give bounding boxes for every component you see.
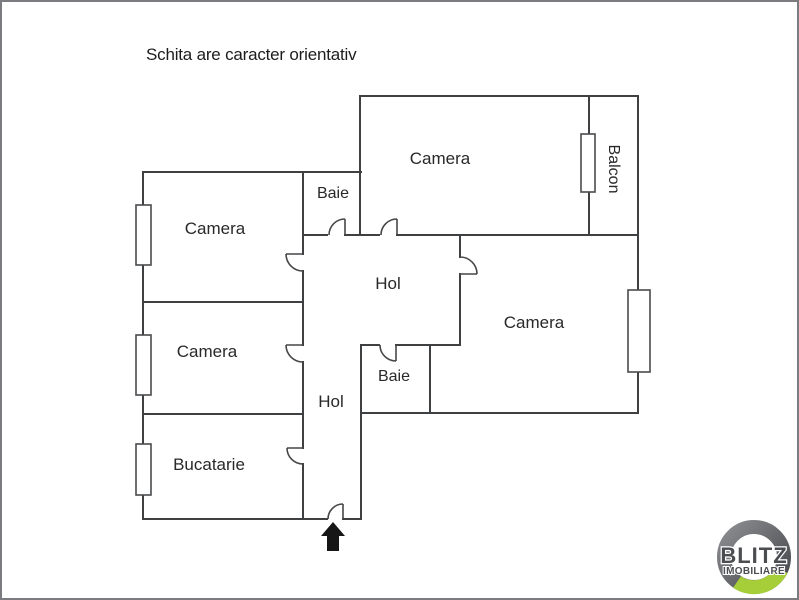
room-label-camera-left-mid: Camera: [176, 342, 238, 361]
door-icon: [380, 218, 398, 236]
window-icon: [135, 334, 152, 396]
door-icon: [285, 344, 304, 363]
door-icon: [285, 253, 304, 272]
room-label-bucatarie: Bucatarie: [173, 455, 245, 474]
entrance-arrow-icon: [321, 522, 345, 551]
room-label-baie-lower: Baie: [377, 368, 411, 385]
room-label-camera-right: Camera: [503, 313, 565, 332]
logo-tagline-text: IMOBILIARE: [723, 566, 785, 577]
room-label-camera-left-top: Camera: [184, 219, 246, 238]
door-icon: [379, 344, 397, 362]
logo-brand-text: BLITZ: [720, 543, 787, 568]
window-icon: [135, 204, 152, 266]
door-icon: [327, 503, 344, 520]
room-label-hol-main: Hol: [375, 274, 401, 293]
door-icon: [328, 218, 346, 236]
room-label-camera-top: Camera: [409, 149, 471, 168]
window-icon: [580, 133, 596, 193]
door-arcs: [285, 218, 478, 520]
blitz-logo: BLITZ IMOBILIARE: [717, 520, 791, 595]
window-icon: [627, 289, 651, 373]
room-label-hol-entry: Hol: [318, 392, 344, 411]
window-icon: [135, 443, 152, 496]
room-label-baie-upper: Baie: [316, 185, 350, 202]
disclaimer-text: Schita are caracter orientativ: [146, 45, 357, 64]
door-icon: [459, 256, 478, 275]
door-icon: [286, 447, 304, 465]
room-label-balcon: Balcon: [605, 144, 622, 194]
windows: [135, 133, 651, 496]
walls: [142, 95, 639, 520]
logo-green-arc: [733, 566, 788, 595]
